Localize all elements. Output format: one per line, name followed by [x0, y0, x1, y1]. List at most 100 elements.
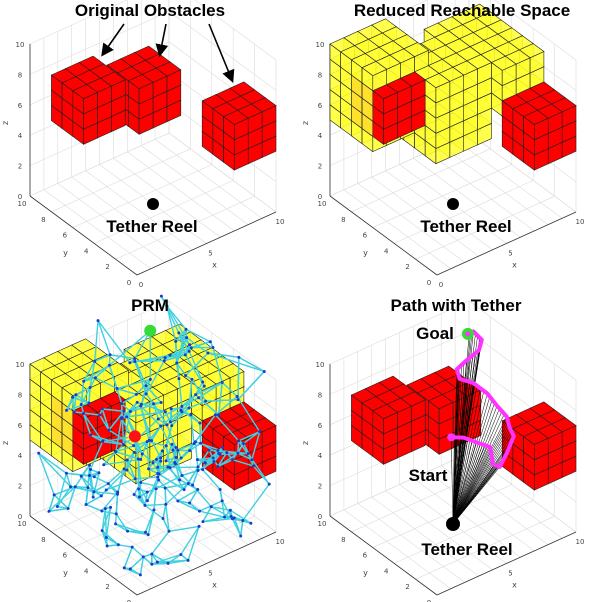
prm-node — [146, 533, 150, 537]
prm-edge — [177, 488, 199, 502]
prm-edge — [56, 473, 68, 507]
prm-node — [107, 363, 111, 367]
prm-edge — [207, 352, 265, 373]
prm-node — [141, 555, 145, 559]
grid-line — [372, 164, 512, 228]
prm-edge — [180, 526, 200, 555]
goal-label: Goal — [416, 324, 454, 343]
prm-edge — [115, 451, 141, 461]
prm-node — [191, 483, 195, 487]
prm-node — [196, 469, 200, 473]
tether-reel-label: Tether Reel — [106, 217, 197, 236]
prm-edge — [237, 452, 253, 461]
x-tick-label: 5 — [208, 570, 212, 578]
prm-node — [163, 486, 167, 490]
tether-line — [452, 339, 483, 525]
tether-line — [452, 362, 465, 525]
prm-node — [101, 440, 105, 444]
prm-edge — [164, 411, 172, 423]
prm-edge — [199, 510, 225, 518]
prm-node — [135, 400, 139, 404]
prm-node — [223, 515, 227, 519]
prm-edge — [53, 486, 76, 496]
prm-node — [69, 485, 73, 489]
grid-line — [29, 11, 170, 75]
z-tick-label: 8 — [318, 391, 322, 399]
tether-line — [452, 402, 495, 525]
prm-edge — [157, 553, 182, 563]
prm-node — [231, 458, 235, 462]
prm-node — [236, 398, 240, 402]
y-tick-label: 4 — [84, 247, 89, 255]
grid-line — [468, 132, 577, 213]
prm-edge — [164, 354, 186, 362]
prm-node — [115, 387, 119, 391]
prm-node — [86, 486, 90, 490]
x-tick-label: 10 — [276, 538, 285, 546]
prm-node — [132, 493, 136, 497]
z-axis-label: z — [1, 441, 10, 445]
prm-edge — [109, 354, 135, 360]
z-tick-label: 10 — [16, 41, 25, 49]
prm-edge — [165, 483, 189, 505]
x-axis — [136, 211, 277, 276]
prm-edge — [195, 385, 205, 396]
prm-edge — [104, 508, 108, 538]
x-axis-label: x — [212, 581, 217, 590]
prm-edge — [236, 396, 261, 433]
prm-node — [241, 518, 245, 522]
prm-node — [217, 452, 221, 456]
prm-edge — [126, 459, 136, 480]
prm-edge — [85, 503, 103, 512]
prm-edge — [238, 430, 260, 442]
prm-edge — [137, 418, 159, 439]
prm-nodes — [37, 294, 271, 577]
y-tick-label: 10 — [18, 520, 27, 528]
grid-line — [371, 176, 479, 257]
prm-edge — [188, 379, 193, 409]
tether-line — [452, 431, 512, 525]
prm-node — [79, 403, 83, 407]
prm-node — [161, 517, 165, 521]
grid-line — [194, 0, 277, 61]
prm-edge — [82, 413, 104, 442]
prm-edge — [145, 393, 155, 405]
prm-node — [100, 509, 104, 513]
voxel-group — [50, 45, 277, 171]
prm-node — [157, 472, 161, 476]
prm-edge — [146, 441, 150, 469]
prm-edge — [237, 371, 265, 401]
prm-edge — [88, 475, 94, 498]
prm-edge — [217, 382, 223, 415]
obstacle-voxel-face — [523, 109, 549, 125]
prm-node — [165, 304, 169, 308]
prm-edge — [157, 405, 183, 420]
prm-node — [212, 460, 216, 464]
tether-line — [452, 335, 478, 525]
prm-node — [152, 402, 156, 406]
prm-node — [140, 452, 144, 456]
z-tick-label: 6 — [18, 102, 23, 110]
x-tick-label: 0 — [439, 281, 443, 289]
prm-node — [182, 488, 186, 492]
prm-node — [251, 464, 255, 468]
tether-line — [452, 390, 485, 525]
prm-edge — [108, 330, 151, 366]
prm-edge — [107, 544, 119, 547]
prm-edge — [174, 341, 178, 363]
prm-node — [73, 485, 77, 489]
z-tick-label: 6 — [18, 422, 23, 430]
y-tick-label: 8 — [41, 536, 45, 544]
prm-node — [171, 448, 175, 452]
prm-edge — [164, 487, 167, 505]
prm-node — [196, 487, 200, 491]
prm-node — [178, 478, 182, 482]
prm-node — [195, 458, 199, 462]
z-tick-label: 0 — [318, 513, 322, 521]
prm-edge — [65, 473, 72, 487]
prm-edge — [238, 356, 265, 373]
grid-line — [141, 145, 249, 225]
prm-node — [199, 441, 203, 445]
grid-line — [454, 139, 563, 219]
prm-edge — [144, 509, 155, 533]
